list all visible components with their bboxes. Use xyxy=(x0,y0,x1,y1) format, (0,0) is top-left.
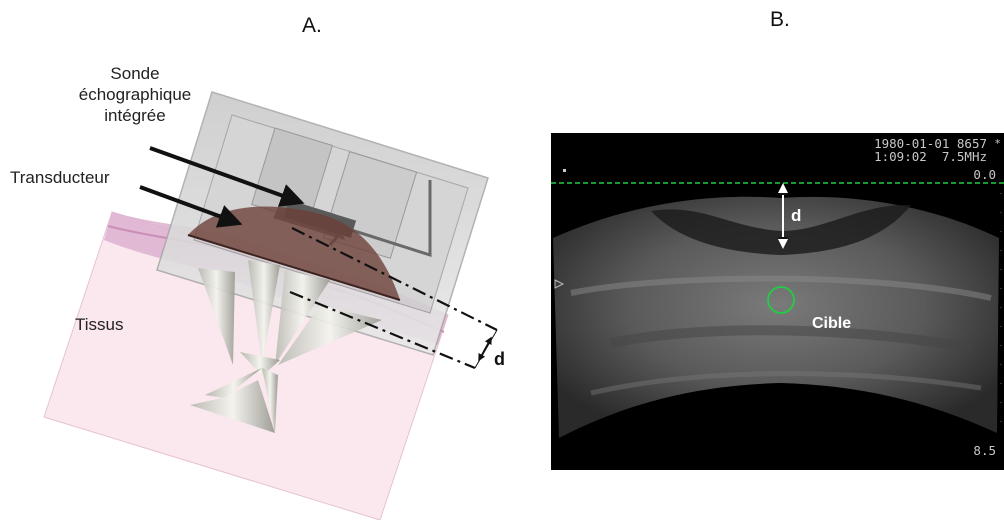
tissue-label: Tissus xyxy=(75,314,124,335)
probe-label: Sonde échographique intégrée xyxy=(60,63,210,126)
distance-arrow-a xyxy=(479,338,491,360)
panel-b-label: B. xyxy=(770,8,790,32)
transducer-label: Transducteur xyxy=(10,167,110,188)
scan-time-frequency: 1:09:02 7.5MHz xyxy=(874,150,987,164)
distance-label-b: d xyxy=(791,206,801,226)
target-label: Cible xyxy=(812,315,851,333)
depth-bottom: 8.5 xyxy=(973,444,996,458)
depth-top: 0.0 xyxy=(973,168,996,182)
ultrasound-scan xyxy=(551,133,1004,470)
distance-label-a: d xyxy=(494,349,505,370)
scan-star: * xyxy=(994,137,1001,151)
ultrasound-image: 1980-01-01 8657 1:09:02 7.5MHz * 0.0 8.5… xyxy=(551,133,1004,470)
